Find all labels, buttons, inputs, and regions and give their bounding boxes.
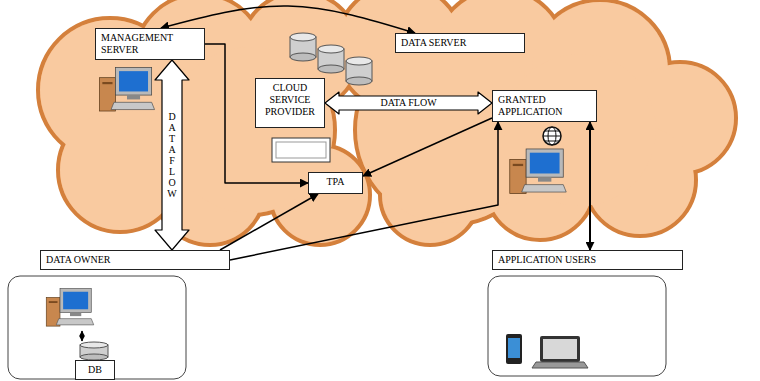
server-box: DATA SERVER [395, 33, 525, 53]
node-label: MANAGEMENT SERVER [101, 32, 199, 56]
data-server-cylinders [290, 33, 316, 41]
globe-icon [545, 141, 559, 142]
management-computer [99, 68, 154, 112]
server-box: MANAGEMENT SERVER [95, 28, 205, 60]
data-server-cylinders [290, 33, 316, 61]
application-computer [510, 149, 566, 194]
data-server-cylinders [318, 45, 344, 73]
globe-icon [543, 136, 561, 137]
users-box: APPLICATION USERS [492, 250, 683, 270]
globe-icon [543, 127, 561, 145]
node-label: APPLICATION USERS [498, 254, 596, 266]
application-box: GRANTED APPLICATION [492, 90, 597, 122]
phone-icon [506, 334, 522, 364]
db-link-arrow [81, 331, 83, 341]
phone-icon [508, 338, 520, 358]
data-server-cylinders [318, 45, 344, 53]
provider-box: CLOUD SERVICE PROVIDER [255, 78, 325, 128]
node-label: GRANTED APPLICATION [498, 94, 591, 118]
node-label: CLOUD SERVICE PROVIDER [261, 82, 319, 118]
data-server-cylinders [346, 57, 372, 65]
provider-monitor-screen [276, 142, 326, 158]
database-box: DB [75, 360, 115, 380]
data-server-cylinders [346, 77, 372, 85]
phone-icon [506, 334, 522, 364]
globe-icon [545, 131, 559, 132]
flow-arrow [155, 60, 189, 250]
laptop-icon [532, 362, 588, 368]
cloud-outline [38, 0, 736, 245]
connector [230, 122, 498, 260]
owner-panel [8, 276, 186, 379]
flow-arrow [325, 92, 492, 114]
auditor-box: TPA [308, 172, 363, 194]
connector [220, 194, 318, 250]
owner-box: DATA OWNER [40, 250, 230, 270]
owner-computer [46, 289, 94, 327]
db-cylinder [80, 342, 108, 360]
flow-label: DATA FLOW [166, 109, 178, 201]
flow-label: DATA FLOW [378, 97, 438, 109]
data-server-cylinders [290, 53, 316, 61]
node-label: TPA [327, 176, 345, 188]
cloud-puff [504, 54, 656, 206]
data-server-cylinders [346, 57, 372, 85]
laptop-icon [543, 339, 577, 359]
users-panel [488, 276, 666, 376]
provider-monitor [272, 138, 330, 162]
connector [589, 122, 591, 250]
laptop-icon [532, 336, 588, 368]
node-label: DB [88, 364, 102, 376]
connector [363, 118, 492, 176]
cloud-fill [40, 0, 734, 243]
data-server-cylinders [318, 65, 344, 73]
db-cylinder [80, 342, 108, 348]
node-label: DATA OWNER [46, 254, 110, 266]
laptop-icon [540, 336, 580, 362]
globe-icon [543, 127, 561, 145]
node-label: DATA SERVER [401, 37, 466, 49]
